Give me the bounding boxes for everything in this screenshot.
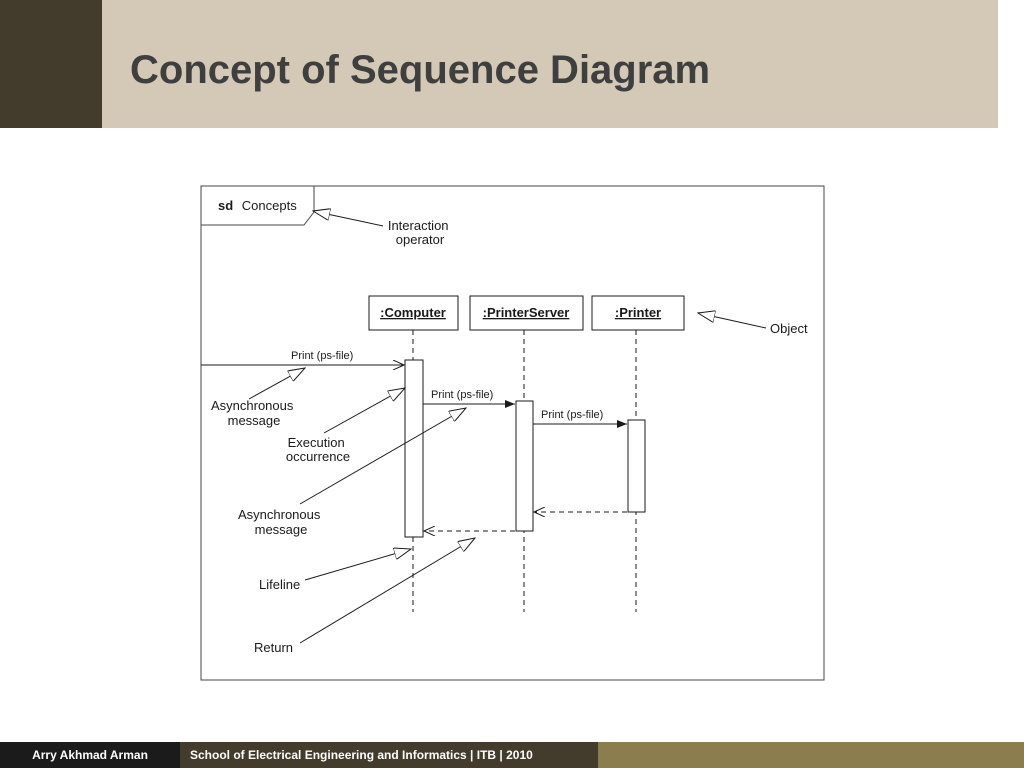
annotation-async-message-2: Asynchronous message bbox=[238, 507, 324, 537]
pointer-return bbox=[299, 538, 475, 644]
diagram-frame bbox=[200, 185, 825, 681]
execution-printerserver bbox=[515, 400, 534, 532]
header-band bbox=[102, 0, 998, 128]
object-box-computer bbox=[368, 295, 459, 331]
footer-accent-bar bbox=[598, 742, 1024, 768]
message-label-3: Print (ps-file) bbox=[541, 409, 603, 421]
object-label-printer: :Printer bbox=[615, 305, 661, 320]
object-box-printer bbox=[591, 295, 685, 331]
object-box-printerserver bbox=[469, 295, 584, 331]
frame-name: Concepts bbox=[242, 198, 297, 213]
message-label-2: Print (ps-file) bbox=[431, 389, 493, 401]
pointer-object bbox=[698, 313, 767, 329]
annotation-async-message-1: Asynchronous message bbox=[211, 398, 297, 428]
pointer-async-message-1 bbox=[248, 368, 305, 400]
annotation-interaction-operator: Interaction operator bbox=[388, 218, 452, 247]
footer-institution: School of Electrical Engineering and Inf… bbox=[180, 742, 598, 768]
annotation-object: Object bbox=[770, 321, 808, 336]
object-label-printerserver: :PrinterServer bbox=[483, 305, 570, 320]
pointer-interaction-operator bbox=[313, 211, 384, 227]
page-title: Concept of Sequence Diagram bbox=[130, 48, 711, 92]
pointer-lifeline bbox=[304, 549, 411, 581]
header-dark-block bbox=[0, 0, 102, 128]
execution-printer bbox=[627, 419, 646, 513]
frame-tag bbox=[201, 186, 315, 226]
annotation-return: Return bbox=[254, 640, 293, 655]
message-label-1: Print (ps-file) bbox=[291, 350, 353, 362]
pointer-async-message-2 bbox=[299, 408, 466, 505]
annotation-lifeline: Lifeline bbox=[259, 577, 300, 592]
pointer-execution-occurrence bbox=[323, 388, 405, 434]
frame-tag-label: sd Concepts bbox=[218, 198, 297, 213]
frame-keyword: sd bbox=[218, 198, 233, 213]
footer-author: Arry Akhmad Arman bbox=[0, 742, 180, 768]
annotation-execution-occurrence: Execution occurrence bbox=[286, 435, 350, 464]
execution-computer bbox=[404, 359, 424, 538]
object-label-computer: :Computer bbox=[380, 305, 446, 320]
